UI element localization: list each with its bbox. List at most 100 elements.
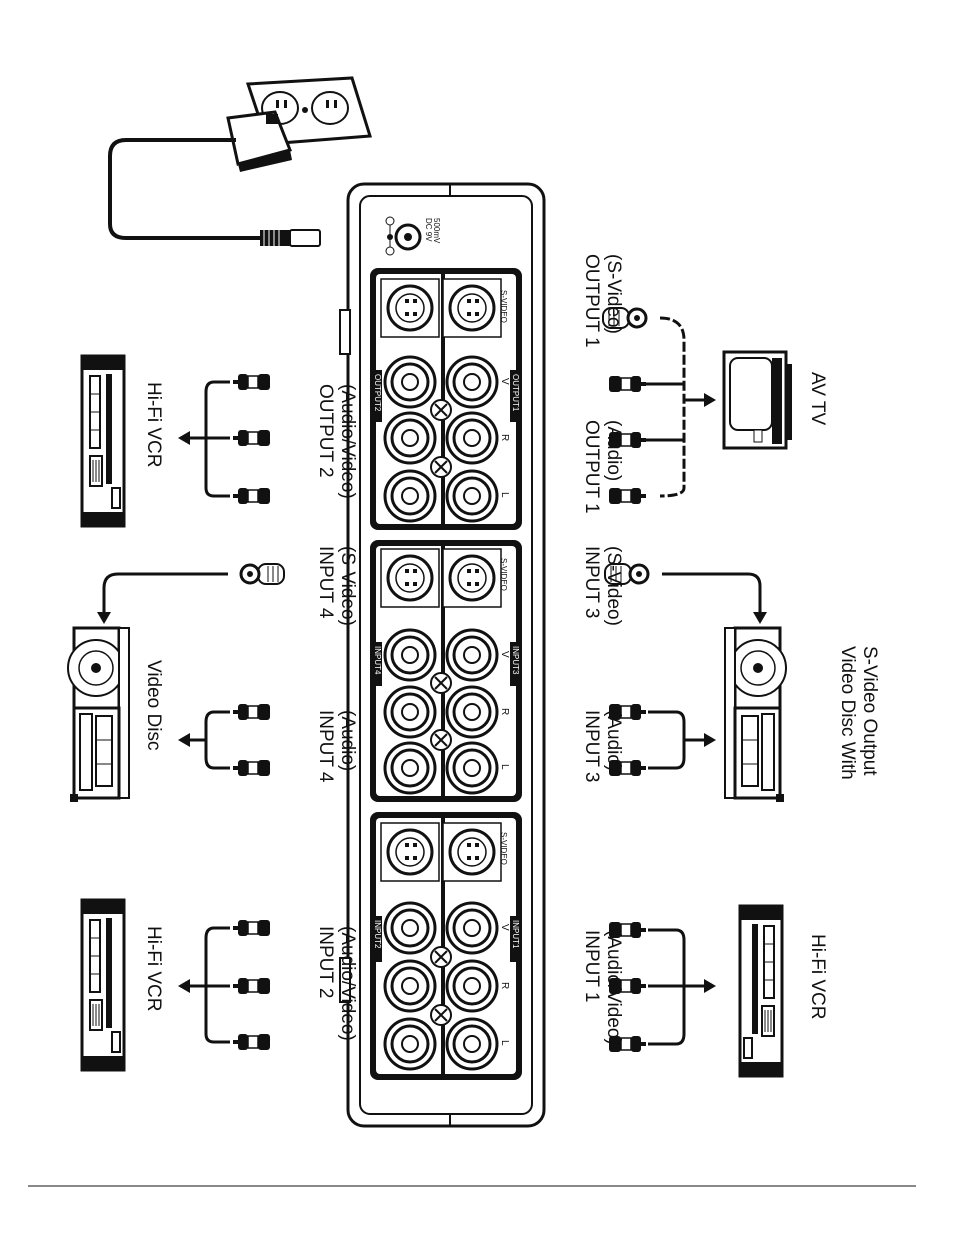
svg-text:(S-Video): (S-Video) <box>337 546 358 626</box>
dc-voltage-label: DC 9V <box>424 218 433 242</box>
input2-svideo-jack[interactable] <box>379 821 441 883</box>
output2-panel-label: OUTPUT2 <box>373 374 382 412</box>
input4-audio-l-jack[interactable] <box>383 741 437 795</box>
video-disc-player-icon <box>723 626 788 804</box>
l-jack-label: L <box>499 492 510 498</box>
l-jack-label: L <box>499 764 510 770</box>
input2-cables <box>178 926 230 1044</box>
svg-text:(Audio): (Audio) <box>603 710 624 771</box>
svg-text:(Audio): (Audio) <box>603 420 624 481</box>
av-tv-label: AV TV <box>807 372 828 425</box>
power-adapter-icon <box>226 110 293 172</box>
r-jack-label: R <box>499 434 510 441</box>
input1-cables <box>648 928 716 1046</box>
video-disc-player-icon <box>66 626 131 804</box>
output2-audio-l-jack[interactable] <box>383 469 437 523</box>
input2-audio-l-plug <box>232 1033 271 1051</box>
output2-audio-l-plug <box>232 487 271 505</box>
svg-text:(S-Video): (S-Video) <box>603 546 624 626</box>
dc-power-jack[interactable] <box>394 223 422 251</box>
screw-icon <box>430 729 452 751</box>
input1-svideo-jack[interactable] <box>441 821 503 883</box>
input2-audio-l-jack[interactable] <box>383 1017 437 1071</box>
input2-video-jack[interactable] <box>383 901 437 955</box>
input4-audio-label: INPUT 4 (Audio) <box>315 710 358 783</box>
output2-video-plug <box>232 373 271 391</box>
screw-icon <box>430 399 452 421</box>
input1-audio-r-jack[interactable] <box>445 959 499 1013</box>
svg-text:INPUT 4: INPUT 4 <box>315 710 336 783</box>
input2-audio-r-jack[interactable] <box>383 959 437 1013</box>
av-tv-icon <box>722 350 792 450</box>
input1-audio-l-jack[interactable] <box>445 1017 499 1071</box>
input1-video-jack[interactable] <box>445 901 499 955</box>
input4-svideo-label: INPUT 4 (S-Video) <box>315 546 358 626</box>
input4-svideo-jack[interactable] <box>379 547 441 609</box>
svg-text:(Audio/Video): (Audio/Video) <box>337 926 358 1041</box>
svg-text:INPUT 1: INPUT 1 <box>581 930 602 1003</box>
svideo-jack-label: S-VIDEO <box>499 558 508 591</box>
hifi-vcr-right-label: Hi-Fi VCR <box>807 934 828 1020</box>
output1-video-jack[interactable] <box>445 355 499 409</box>
svg-text:(Audio/Video): (Audio/Video) <box>603 930 624 1045</box>
output1-panel-label: OUTPUT1 <box>511 374 520 412</box>
output2-cables <box>178 380 230 498</box>
v-jack-label: V <box>499 378 510 385</box>
input4-audio-cables <box>178 710 230 770</box>
input3-audio-r-jack[interactable] <box>445 685 499 739</box>
v-jack-label: V <box>499 651 510 658</box>
hifi-vcr-icon <box>738 904 784 1078</box>
r-jack-label: R <box>499 708 510 715</box>
input2-video-plug <box>232 919 271 937</box>
svideo-jack-label: S-VIDEO <box>499 290 508 323</box>
hifi-vcr-icon <box>80 898 126 1072</box>
output1-audio-r-jack[interactable] <box>445 411 499 465</box>
svg-text:Video Disc With: Video Disc With <box>837 646 858 780</box>
input3-video-jack[interactable] <box>445 628 499 682</box>
input2-label: INPUT 2 (Audio/Video) <box>315 926 358 1041</box>
svg-text:INPUT 3: INPUT 3 <box>581 546 602 619</box>
output2-label: OUTPUT 2 (Audio/Video) <box>315 384 358 499</box>
svg-text:OUTPUT 1: OUTPUT 1 <box>581 254 602 348</box>
output1-svideo-label: OUTPUT 1 (S-Video) <box>581 254 624 348</box>
input3-svideo-jack[interactable] <box>441 547 503 609</box>
output2-svideo-jack[interactable] <box>379 277 441 339</box>
svg-text:OUTPUT 1: OUTPUT 1 <box>581 420 602 514</box>
output1-svideo-jack[interactable] <box>441 277 503 339</box>
svg-text:(Audio): (Audio) <box>337 710 358 771</box>
hifi-vcr-input2-label: Hi-Fi VCR <box>143 926 164 1012</box>
svg-text:INPUT 4: INPUT 4 <box>315 546 336 619</box>
power-plug-icon <box>260 229 321 247</box>
hifi-vcr-output2-label: Hi-Fi VCR <box>143 382 164 468</box>
screw-icon <box>430 1004 452 1026</box>
screw-icon <box>430 946 452 968</box>
output2-video-jack[interactable] <box>383 355 437 409</box>
input3-audio-label: INPUT 3 (Audio) <box>581 710 624 783</box>
v-jack-label: V <box>499 924 510 931</box>
input4-video-jack[interactable] <box>383 628 437 682</box>
output1-audio-label: OUTPUT 1 (Audio) <box>581 420 624 514</box>
output2-audio-r-jack[interactable] <box>383 411 437 465</box>
input3-svideo-label: INPUT 3 (S-Video) <box>581 546 624 626</box>
r-jack-label: R <box>499 982 510 989</box>
input1-label: INPUT 1 (Audio/Video) <box>581 930 624 1045</box>
output2-audio-r-plug <box>232 429 271 447</box>
svideo-jack-label: S-VIDEO <box>499 832 508 865</box>
input2-audio-r-plug <box>232 977 271 995</box>
svg-text:S-Video Output: S-Video Output <box>859 646 880 776</box>
input3-audio-l-jack[interactable] <box>445 741 499 795</box>
output1-audio-l-jack[interactable] <box>445 469 499 523</box>
input4-audio-r-plug <box>232 703 271 721</box>
input4-panel-label: INPUT4 <box>373 646 382 675</box>
hifi-vcr-icon <box>80 354 126 528</box>
screw-icon <box>430 672 452 694</box>
dc-current-label: 500mV <box>432 218 441 244</box>
input3-svideo-cable <box>662 572 767 624</box>
svg-text:(S-Video): (S-Video) <box>603 254 624 334</box>
l-jack-label: L <box>499 1040 510 1046</box>
svg-text:OUTPUT 2: OUTPUT 2 <box>315 384 336 478</box>
svg-text:INPUT 2: INPUT 2 <box>315 926 336 999</box>
input4-audio-r-jack[interactable] <box>383 685 437 739</box>
svg-text:INPUT 3: INPUT 3 <box>581 710 602 783</box>
